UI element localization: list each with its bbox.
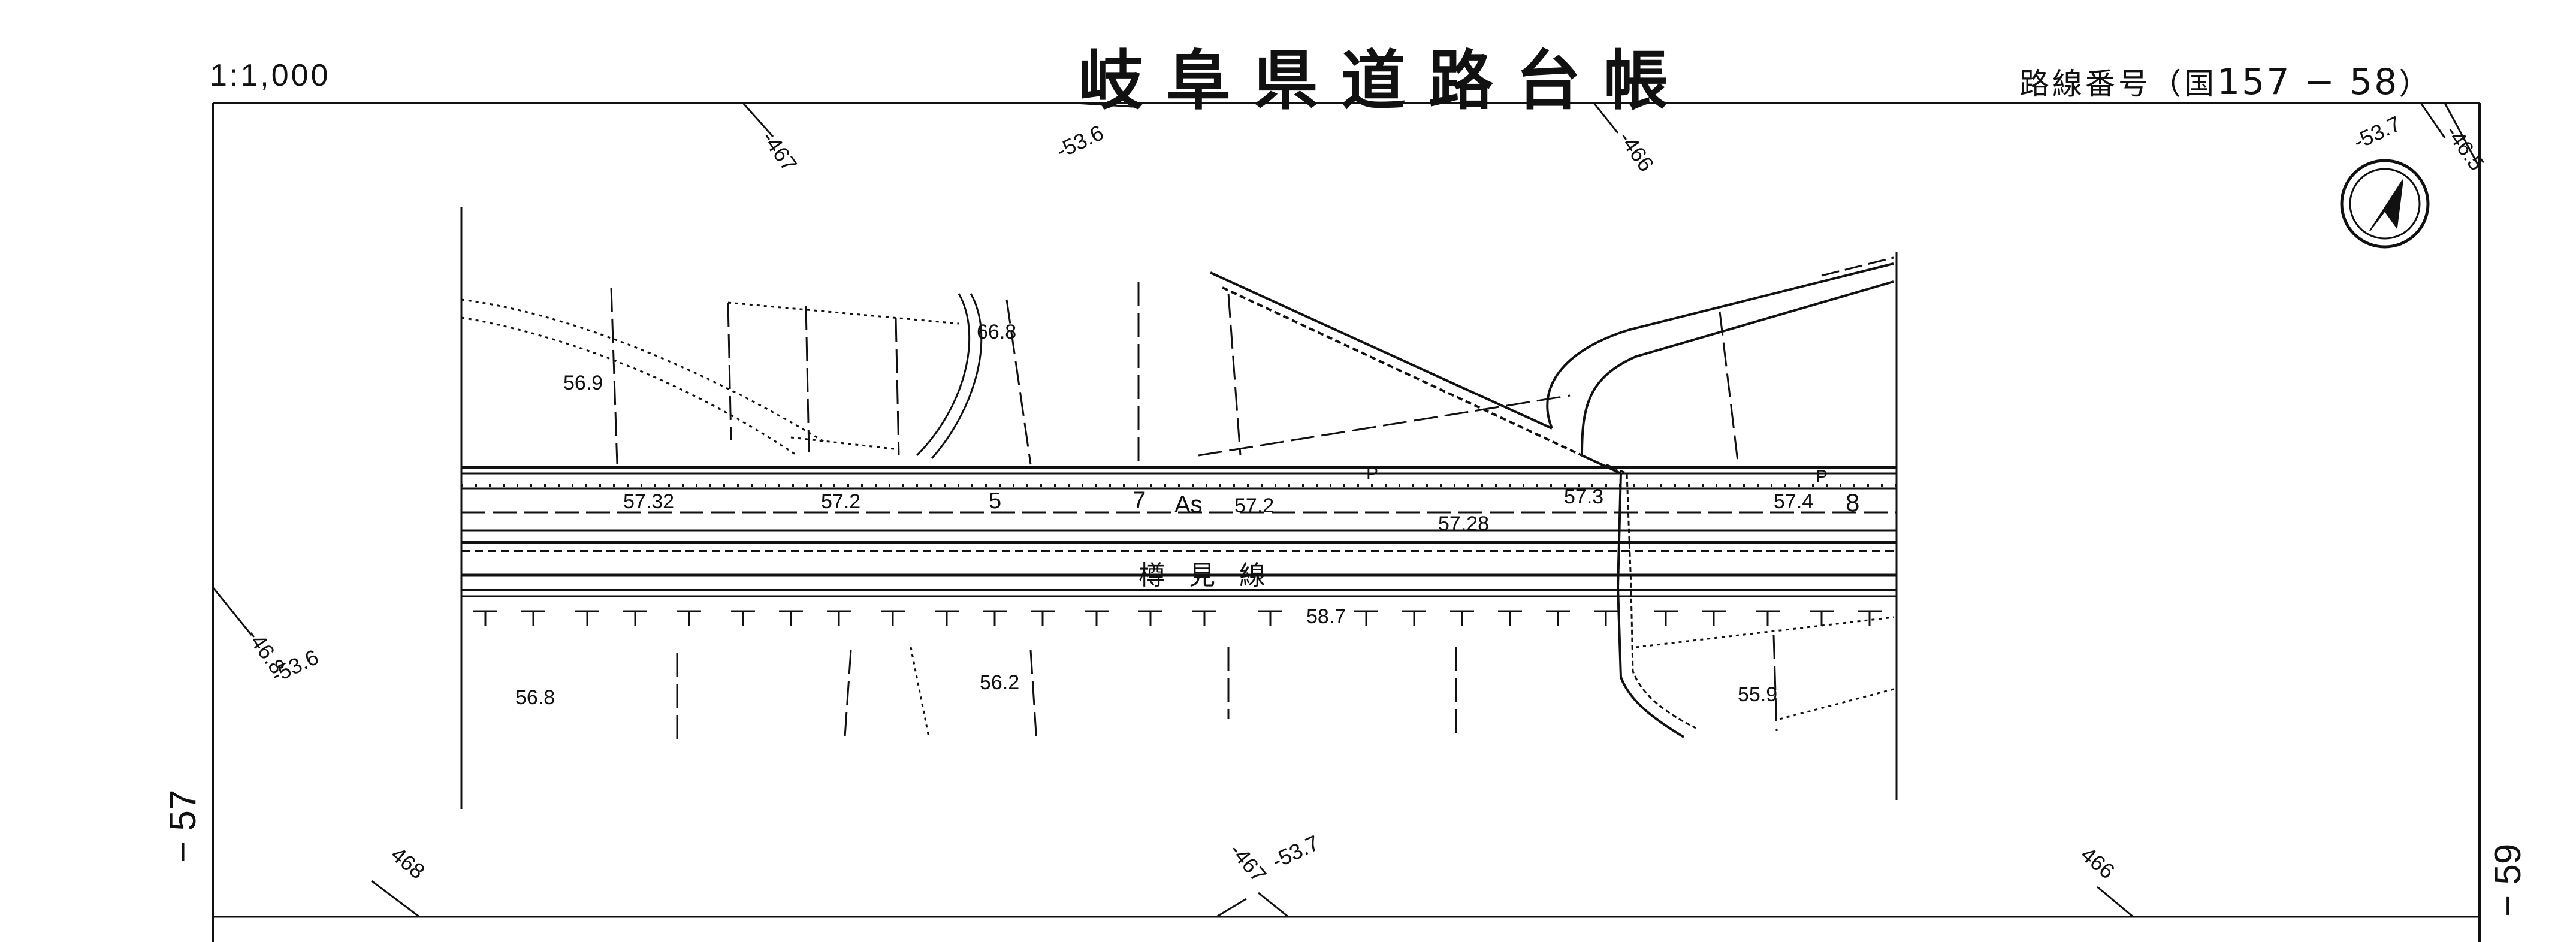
field-edges	[461, 298, 1894, 738]
sheet-frame	[212, 102, 2481, 942]
elevation-label: 55.9	[1738, 683, 1777, 706]
marker-label: P	[1366, 464, 1378, 484]
road-name-label: 樽見線	[1138, 561, 1289, 590]
elevation-label: 58.7	[1306, 605, 1346, 628]
grid-label: -53.6	[1052, 120, 1107, 163]
station-label: 8	[1846, 488, 1859, 517]
elevation-labels: 56.9 66.8 57.32 57.2 57.2 57.28 57.3 57.…	[515, 321, 1813, 709]
railway	[1210, 256, 1894, 738]
route-number: 路線番号（国157 − 58）	[2019, 60, 2432, 103]
grid-ticks	[212, 102, 2481, 918]
road-annotations: As 樽見線 5 7 8 P P	[989, 464, 1859, 590]
elevation-label: 57.2	[821, 490, 860, 513]
elevation-label: 57.2	[1234, 494, 1274, 517]
road-body	[461, 466, 1896, 597]
adjacent-sheet-left: − 57	[162, 789, 204, 863]
grid-label: -466	[1614, 126, 1659, 176]
elevation-label: 57.4	[1774, 490, 1813, 513]
route-numbers: 157 − 58	[2217, 61, 2399, 103]
page-title: 岐阜県道路台帳	[1079, 44, 1692, 119]
station-label: 7	[1133, 487, 1146, 514]
elevation-label: 56.8	[515, 686, 555, 709]
elevation-label: 57.28	[1438, 512, 1489, 535]
road-surface-label: As	[1174, 491, 1203, 518]
north-arrow	[2340, 159, 2430, 249]
parcel-boundaries	[461, 282, 1896, 744]
map-area-frame	[460, 207, 1898, 809]
elevation-label: 56.9	[563, 372, 603, 394]
grid-label: -46.5	[2441, 120, 2489, 175]
grid-label: -467	[757, 126, 802, 176]
elevation-label: 57.32	[623, 490, 674, 513]
route-suffix: ）	[2399, 67, 2432, 101]
grid-label: 466	[2076, 842, 2119, 884]
adjacent-sheet-right: − 59	[2487, 843, 2529, 917]
station-label: 5	[989, 488, 1001, 514]
route-prefix: 路線番号（国	[2019, 67, 2217, 101]
elevation-label: 66.8	[977, 321, 1016, 343]
ditch	[916, 293, 983, 459]
grid-label: 468	[386, 842, 430, 884]
marker-label: P	[1816, 467, 1828, 487]
embankment-symbols	[473, 610, 1882, 626]
elevation-label: 56.2	[980, 671, 1019, 694]
grid-label: -467	[1225, 838, 1272, 887]
grid-label: -53.7	[2349, 111, 2405, 154]
map-scale: 1:1,000	[210, 58, 331, 93]
grid-label: -53.7	[1268, 830, 1323, 873]
elevation-label: 57.3	[1564, 485, 1603, 508]
grid-labels: -467 -53.6 -466 -53.7 -46.5 -46.8 -53.6 …	[241, 111, 2489, 887]
